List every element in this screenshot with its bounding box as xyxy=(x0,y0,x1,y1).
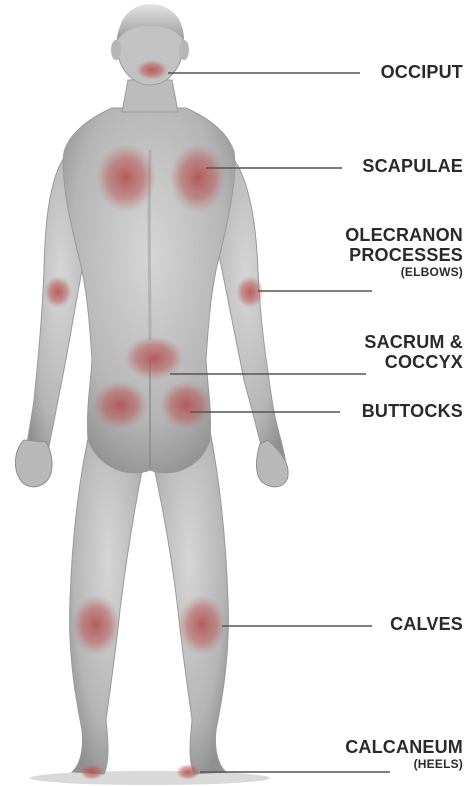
label-buttocks: BUTTOCKS xyxy=(362,402,463,422)
label-olecranon: OLECRANON PROCESSES (ELBOWS) xyxy=(345,226,463,279)
pressure-area-right-buttock xyxy=(160,381,212,429)
label-calves-text: CALVES xyxy=(390,615,463,635)
label-sacrum-line2: COCCYX xyxy=(364,353,463,373)
pressure-area-right-heel xyxy=(176,764,200,780)
pressure-area-right-scapula xyxy=(170,144,226,212)
label-calcaneum-text: CALCANEUM xyxy=(345,738,463,758)
label-olecranon-line1: OLECRANON xyxy=(345,226,463,246)
right-hand xyxy=(257,440,289,487)
label-sacrum: SACRUM & COCCYX xyxy=(364,333,463,373)
label-scapulae: SCAPULAE xyxy=(362,157,463,177)
label-olecranon-line2: PROCESSES xyxy=(345,246,463,266)
label-calcaneum-note: (HEELS) xyxy=(345,758,463,771)
label-occiput: OCCIPUT xyxy=(381,63,463,83)
pressure-area-left-heel xyxy=(80,764,104,780)
label-olecranon-note: (ELBOWS) xyxy=(345,266,463,279)
right-ear xyxy=(179,40,189,60)
pressure-area-left-scapula xyxy=(96,144,156,212)
floor-shadow xyxy=(30,771,270,785)
left-hand xyxy=(15,440,52,487)
label-sacrum-line1: SACRUM & xyxy=(364,333,463,353)
label-calcaneum: CALCANEUM (HEELS) xyxy=(345,738,463,771)
pressure-area-left-elbow xyxy=(44,276,72,308)
label-buttocks-text: BUTTOCKS xyxy=(362,402,463,422)
pressure-area-left-calf xyxy=(72,595,120,655)
label-calves: CALVES xyxy=(390,615,463,635)
label-scapulae-text: SCAPULAE xyxy=(362,157,463,177)
pressure-area-occiput xyxy=(136,60,168,80)
pressure-area-right-elbow xyxy=(236,276,264,308)
pressure-area-left-buttock xyxy=(92,381,148,429)
pressure-area-right-calf xyxy=(178,595,226,655)
left-ear xyxy=(111,40,121,60)
label-occiput-text: OCCIPUT xyxy=(381,63,463,83)
